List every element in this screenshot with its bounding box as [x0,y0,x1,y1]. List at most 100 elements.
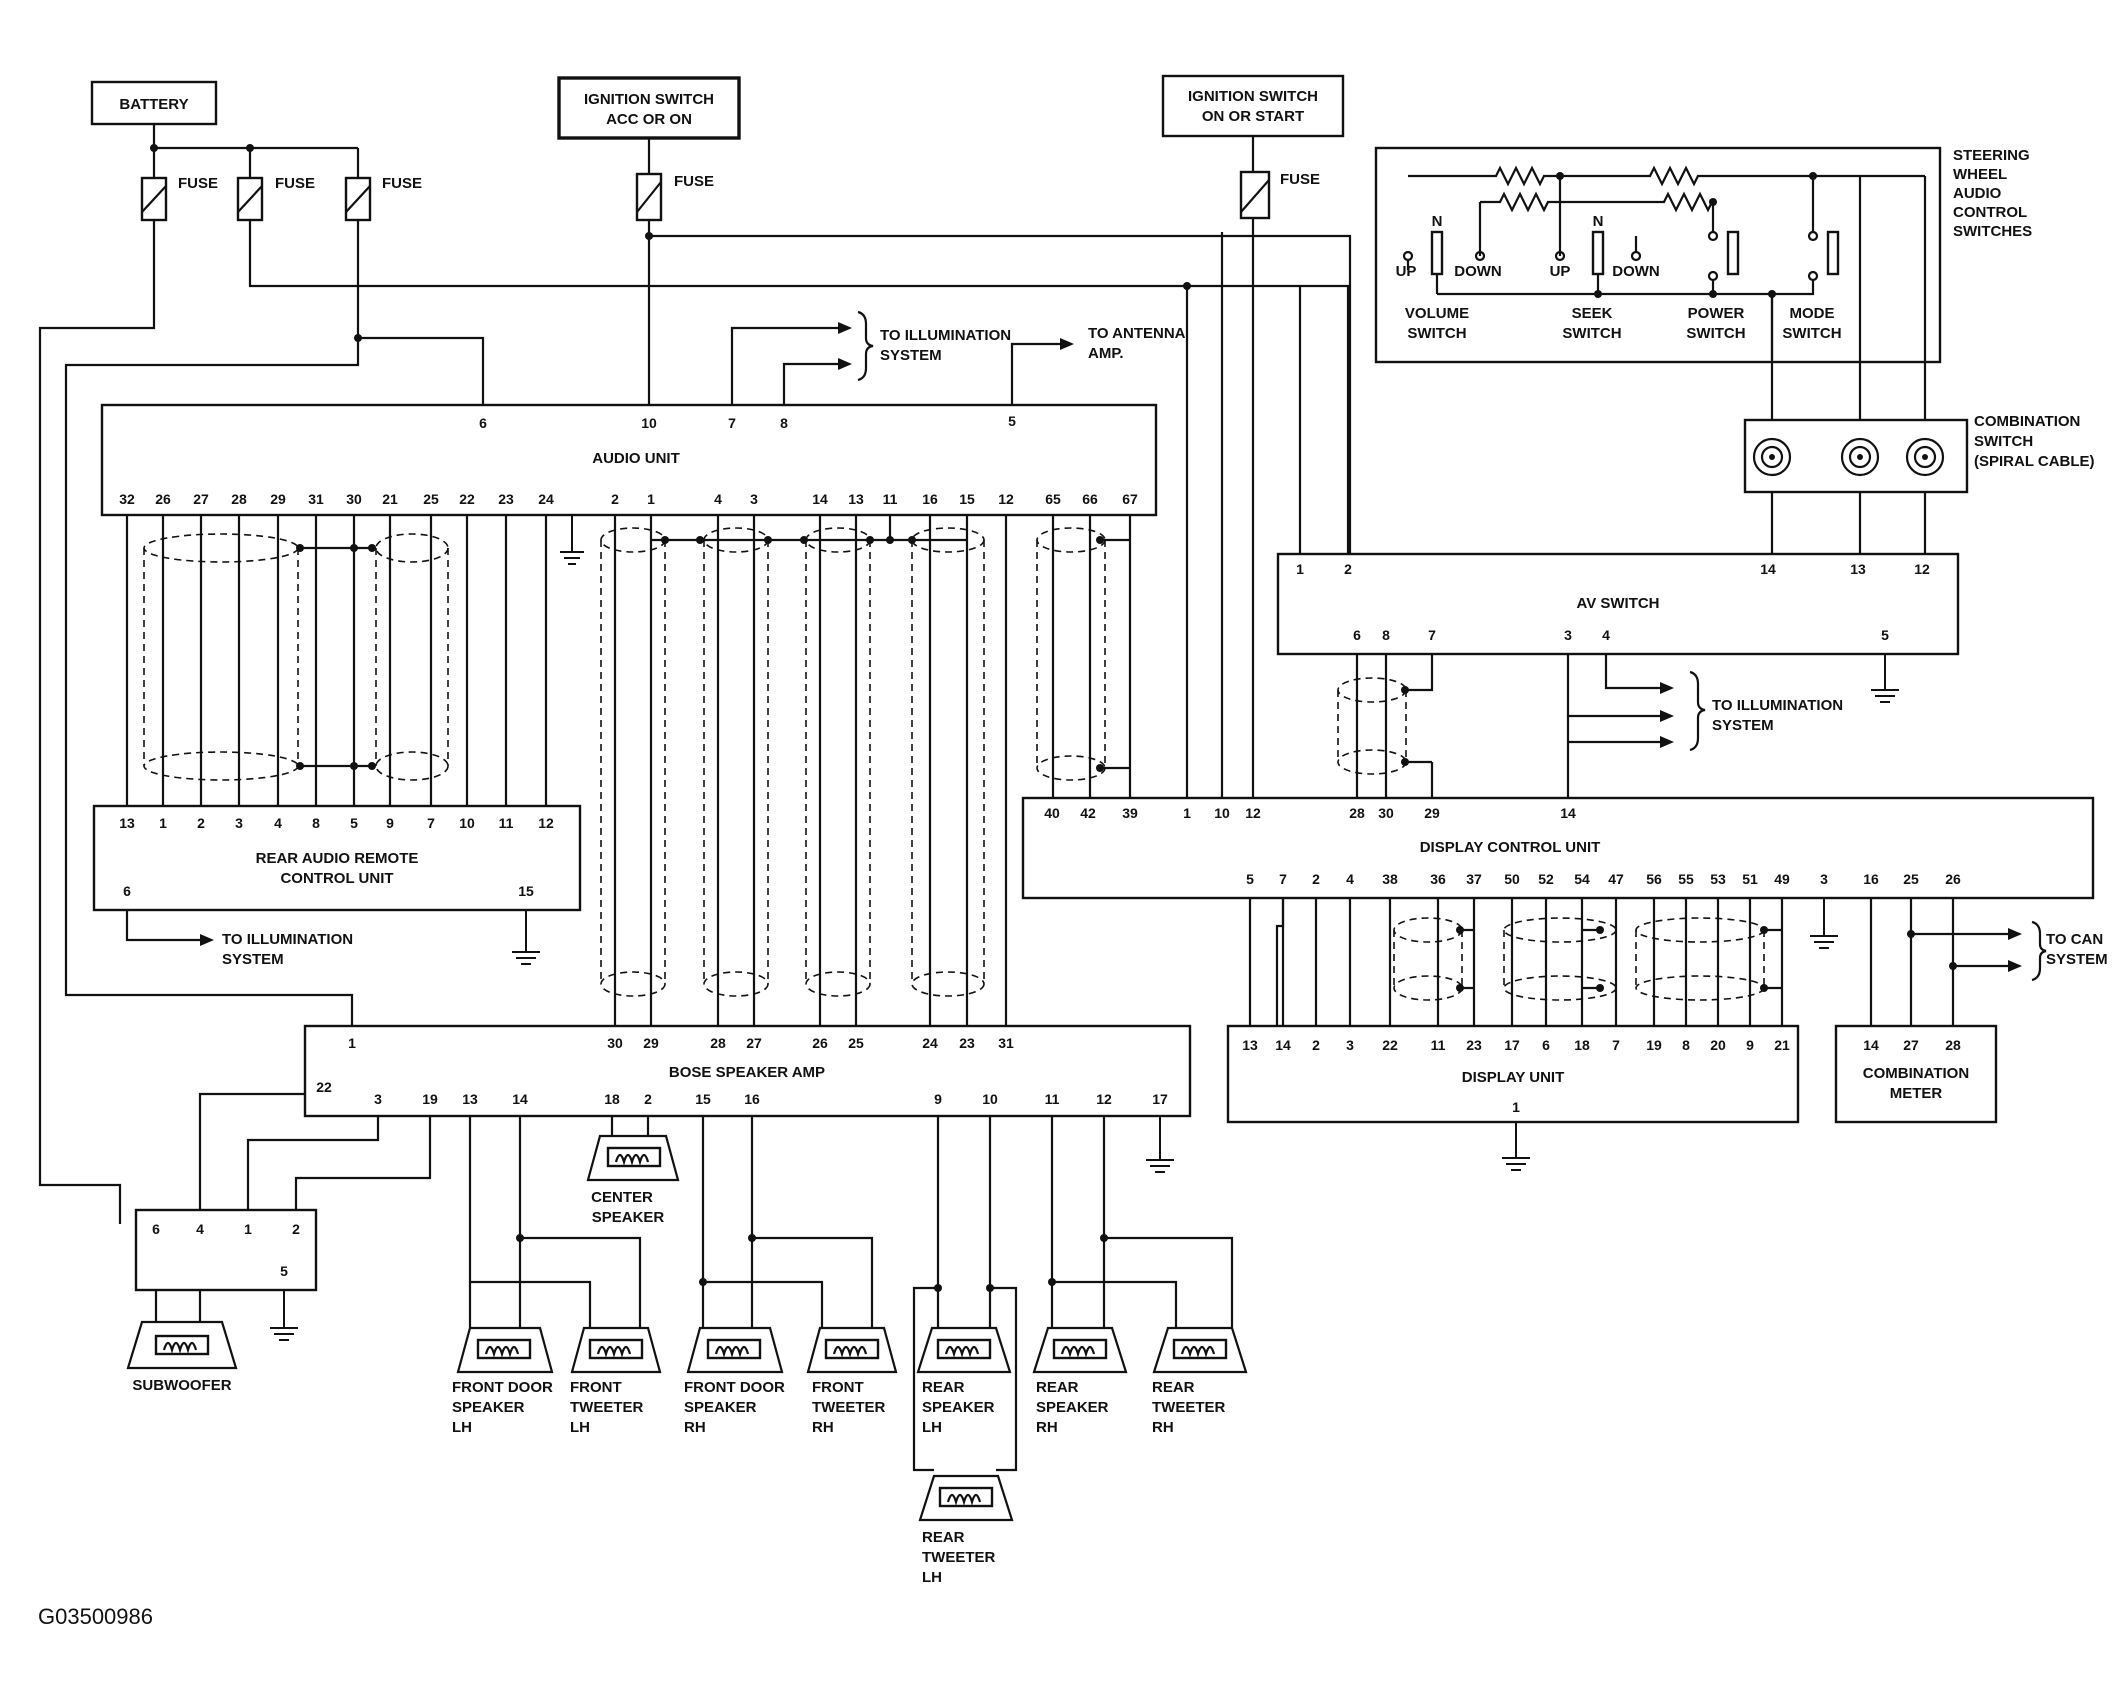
svg-text:DOWN: DOWN [1612,263,1660,280]
display-control-unit: DISPLAY CONTROL UNIT 40 42 39 1 10 12 28… [1021,796,2095,900]
svg-text:53: 53 [1710,871,1726,887]
svg-text:5: 5 [280,1263,288,1279]
svg-text:TWEETER: TWEETER [812,1399,885,1416]
fuse-2-icon [236,176,264,222]
svg-text:13: 13 [1850,561,1866,577]
center-speaker-icon [586,1134,680,1182]
antenna-label-2: AMP. [1088,345,1124,362]
svg-text:1: 1 [647,491,655,507]
ign-on-label-2: ON OR START [1202,108,1304,125]
display-unit: DISPLAY UNIT 13 14 2 3 22 11 23 17 6 18 … [1226,1024,1800,1124]
svg-text:REAR: REAR [922,1379,965,1396]
svg-text:15: 15 [518,883,534,899]
svg-text:47: 47 [1608,871,1624,887]
rear-speaker-rh-icon [1032,1326,1128,1374]
fuse-5-icon [1239,170,1271,220]
svg-text:LH: LH [922,1419,942,1436]
av-illum-label-1: TO ILLUMINATION [1712,697,1843,714]
svg-text:7: 7 [1279,871,1287,887]
fuse-3-label: FUSE [382,175,422,192]
svg-text:1: 1 [244,1221,252,1237]
svg-text:SPEAKER: SPEAKER [684,1399,757,1416]
svg-text:14: 14 [812,491,828,507]
svg-text:7: 7 [1428,627,1436,643]
svg-text:27: 27 [193,491,209,507]
svg-text:REAR AUDIO REMOTE: REAR AUDIO REMOTE [256,850,419,867]
svg-text:STEERING: STEERING [1953,147,2030,164]
svg-text:11: 11 [499,815,514,831]
svg-text:16: 16 [744,1091,760,1107]
svg-text:FRONT: FRONT [570,1379,622,1396]
can-label-1: TO CAN [2046,931,2103,948]
svg-text:8: 8 [1682,1037,1690,1053]
svg-text:13: 13 [119,815,135,831]
svg-text:26: 26 [155,491,171,507]
svg-text:METER: METER [1890,1085,1943,1102]
fuse-4-icon [635,172,663,222]
svg-text:25: 25 [1903,871,1919,887]
audio-illum-label-2: SYSTEM [880,347,942,364]
svg-text:7: 7 [1612,1037,1620,1053]
ign-acc-label-2: ACC OR ON [606,111,692,128]
svg-text:31: 31 [308,491,324,507]
svg-text:CONTROL: CONTROL [1953,204,2027,221]
subwoofer-icon [126,1320,238,1370]
svg-text:RH: RH [1036,1419,1058,1436]
av-switch-label: AV SWITCH [1576,595,1659,612]
svg-text:POWER: POWER [1688,305,1745,322]
svg-text:19: 19 [1646,1037,1662,1053]
fuse-2-label: FUSE [275,175,315,192]
svg-text:SUBWOOFER: SUBWOOFER [132,1377,231,1394]
svg-text:1: 1 [1296,561,1304,577]
front-door-speaker-lh-icon [456,1326,554,1374]
svg-text:25: 25 [423,491,439,507]
svg-text:67: 67 [1122,491,1138,507]
svg-text:CONTROL UNIT: CONTROL UNIT [280,870,393,887]
svg-text:UP: UP [1550,263,1571,280]
svg-text:23: 23 [1466,1037,1482,1053]
front-door-speaker-rh-icon [686,1326,784,1374]
svg-text:25: 25 [848,1035,864,1051]
svg-text:21: 21 [1774,1037,1790,1053]
antenna-label-1: TO ANTENNA [1088,325,1186,342]
svg-text:23: 23 [959,1035,975,1051]
svg-text:6: 6 [1542,1037,1550,1053]
svg-text:6: 6 [123,883,131,899]
svg-text:55: 55 [1678,871,1694,887]
svg-text:24: 24 [538,491,554,507]
svg-text:12: 12 [538,815,554,831]
svg-text:28: 28 [231,491,247,507]
svg-text:LH: LH [452,1419,472,1436]
svg-text:REAR: REAR [1152,1379,1195,1396]
svg-text:COMBINATION: COMBINATION [1974,413,2080,430]
svg-text:50: 50 [1504,871,1520,887]
rear-illum-label-1: TO ILLUMINATION [222,931,353,948]
can-label-2: SYSTEM [2046,951,2108,968]
ignition-switch-acc-box: IGNITION SWITCH ACC OR ON [557,76,741,140]
svg-text:2: 2 [1312,1037,1320,1053]
svg-text:54: 54 [1574,871,1590,887]
svg-text:SPEAKER: SPEAKER [1036,1399,1109,1416]
svg-text:SWITCH: SWITCH [1974,433,2033,450]
svg-text:COMBINATION: COMBINATION [1863,1065,1969,1082]
svg-text:20: 20 [1710,1037,1726,1053]
svg-text:23: 23 [498,491,514,507]
svg-text:3: 3 [235,815,243,831]
svg-text:22: 22 [1382,1037,1398,1053]
svg-text:24: 24 [922,1035,938,1051]
bose-speaker-amp: BOSE SPEAKER AMP 1 30 29 28 27 26 25 24 … [303,1024,1192,1118]
svg-text:6: 6 [479,415,487,431]
svg-text:22: 22 [459,491,475,507]
svg-text:14: 14 [1863,1037,1879,1053]
svg-text:22: 22 [316,1079,332,1095]
svg-text:7: 7 [728,415,736,431]
svg-text:SPEAKER: SPEAKER [452,1399,525,1416]
svg-text:17: 17 [1152,1091,1168,1107]
svg-text:REAR: REAR [1036,1379,1079,1396]
svg-text:42: 42 [1080,805,1096,821]
svg-text:56: 56 [1646,871,1662,887]
svg-text:SEEK: SEEK [1572,305,1613,322]
svg-text:12: 12 [1914,561,1930,577]
svg-text:10: 10 [982,1091,998,1107]
svg-text:37: 37 [1466,871,1482,887]
